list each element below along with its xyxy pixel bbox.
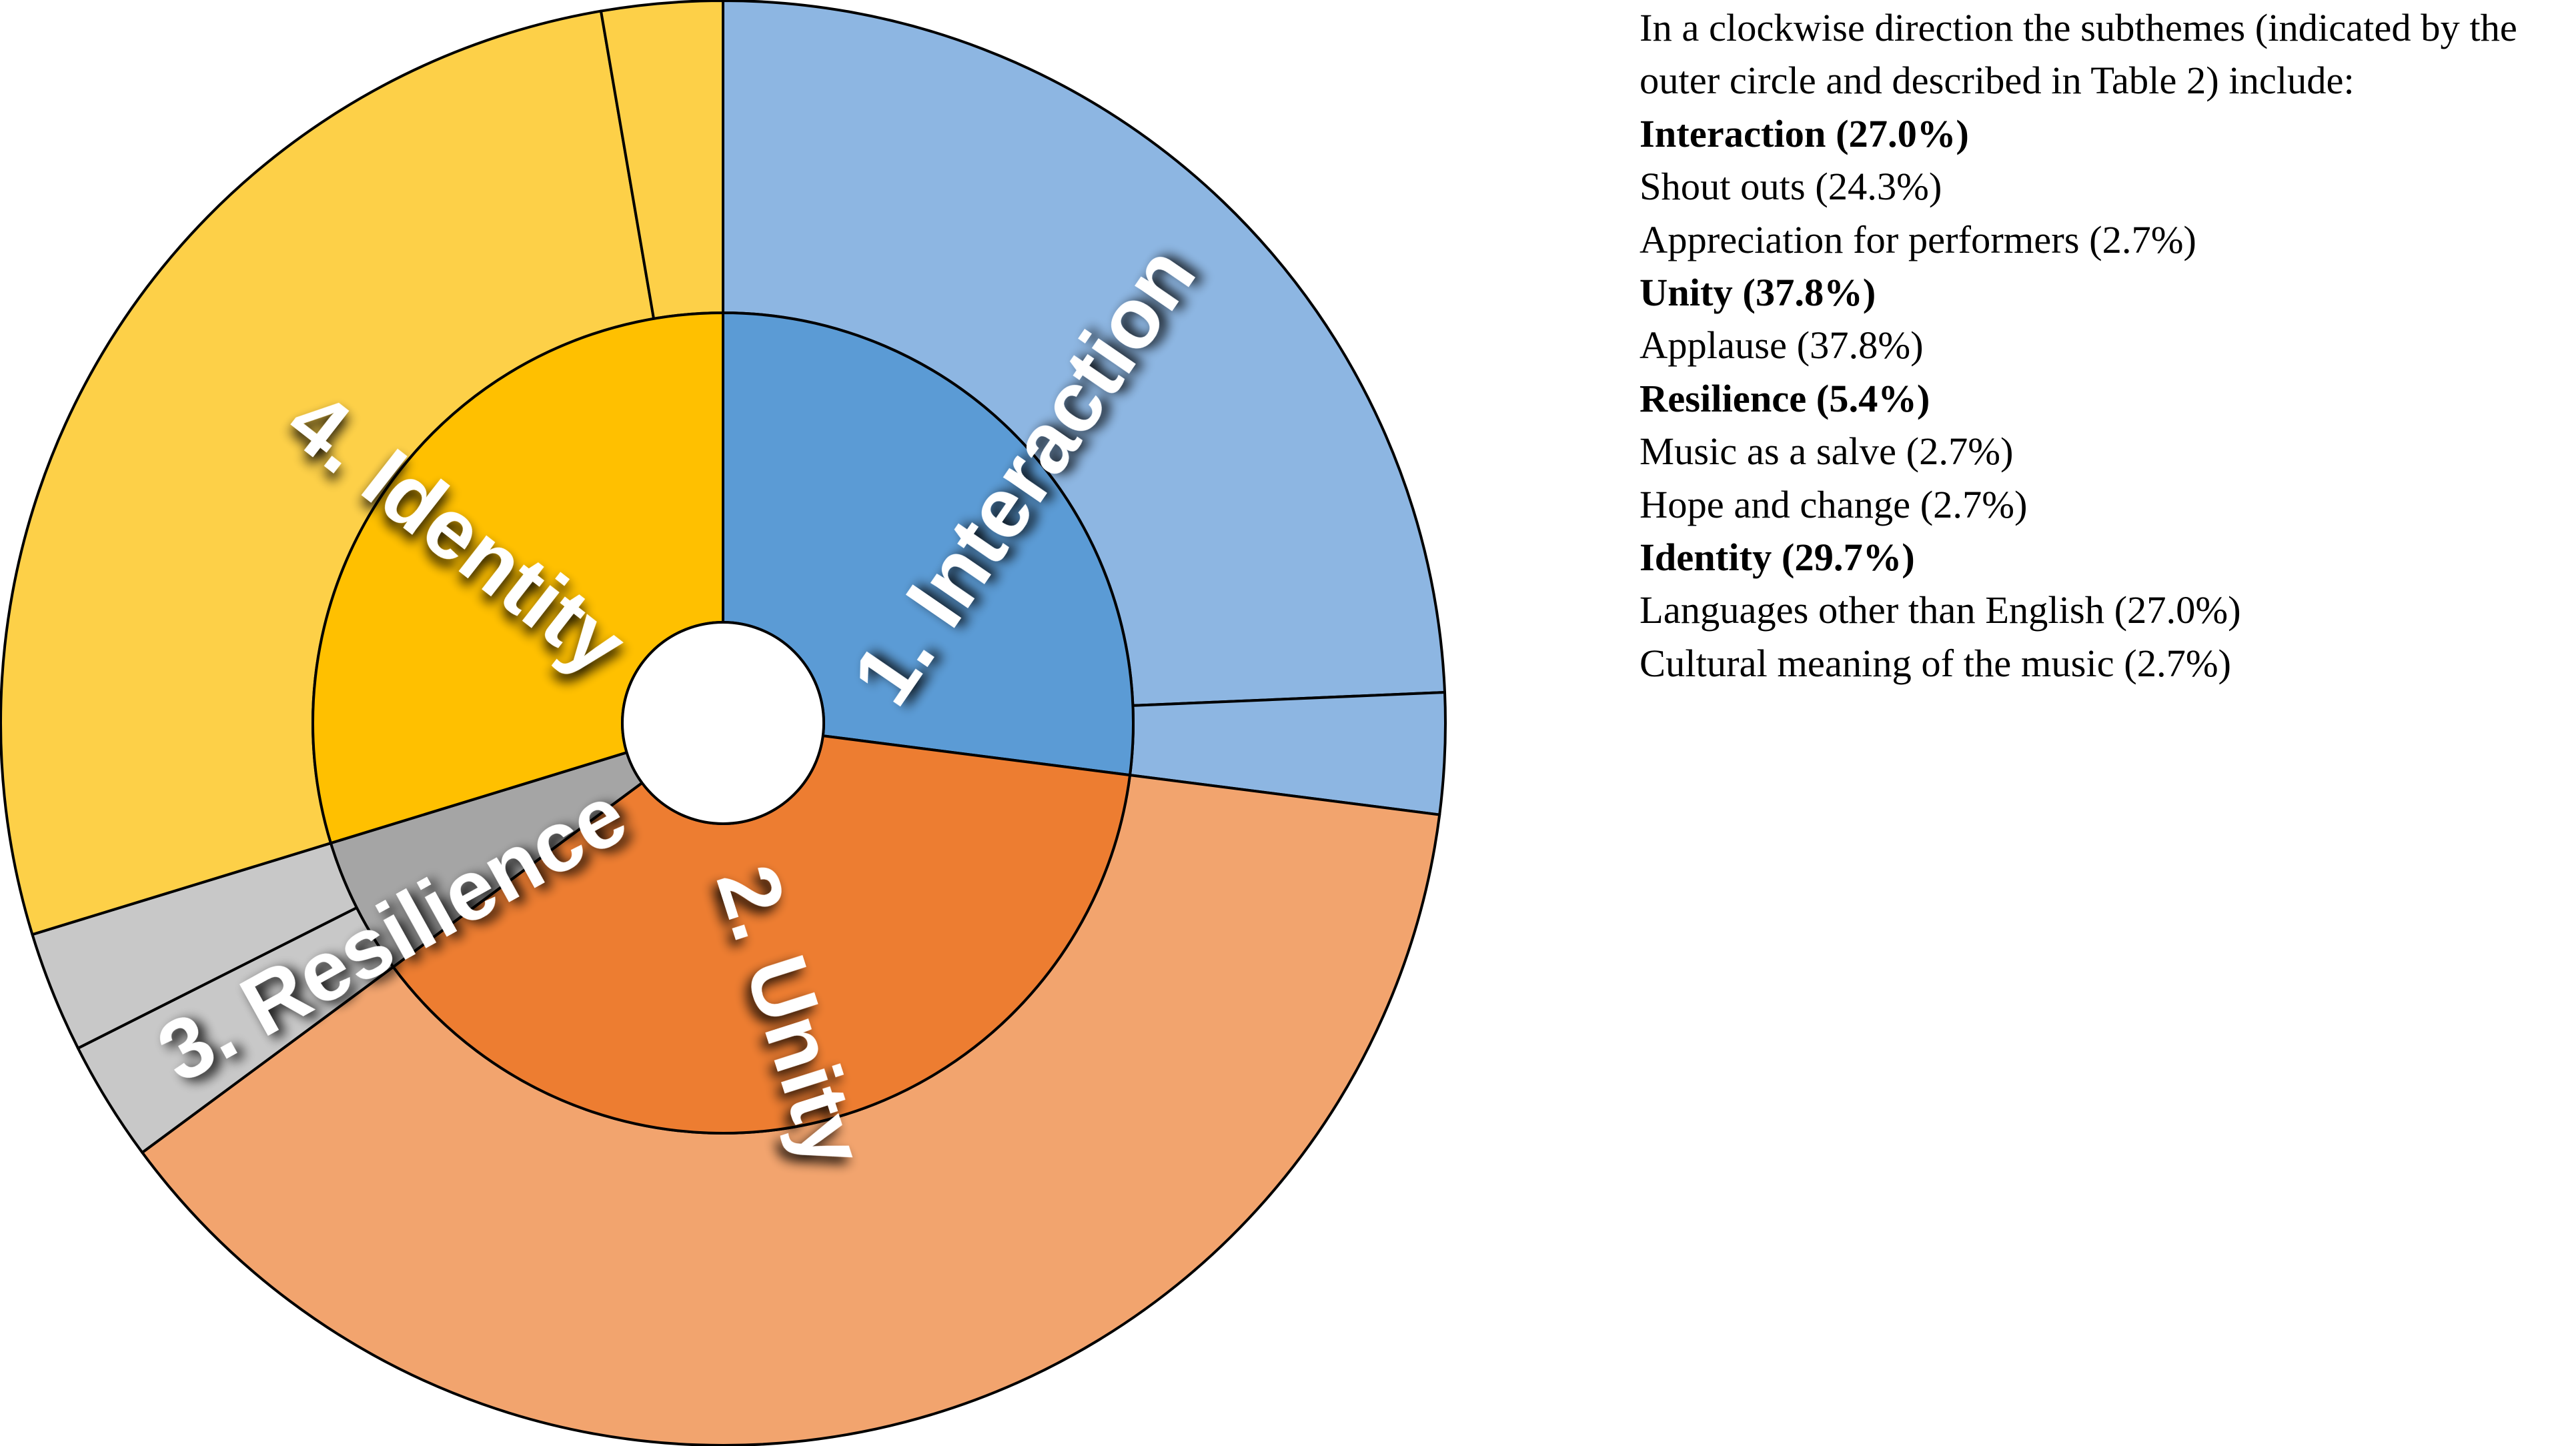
legend-theme-line: Resilience (5.4%) bbox=[1640, 376, 1930, 420]
legend-intro: In a clockwise direction the subthemes (… bbox=[1640, 6, 2517, 103]
legend-lines: Interaction (27.0%) Shout outs (24.3%) App… bbox=[1640, 107, 2570, 690]
legend-subtheme-line: Applause (37.8%) bbox=[1640, 323, 1924, 368]
legend-subtheme-line: Hope and change (2.7%) bbox=[1640, 482, 2028, 526]
legend-theme-line: Unity (37.8%) bbox=[1640, 271, 1876, 315]
legend: In a clockwise direction the subthemes (… bbox=[1640, 1, 2570, 690]
legend-subtheme-line: Languages other than English (27.0%) bbox=[1640, 588, 2241, 632]
legend-subtheme-line: Appreciation for performers (2.7%) bbox=[1640, 217, 2196, 261]
legend-subtheme-line: Cultural meaning of the music (2.7%) bbox=[1640, 641, 2232, 685]
legend-theme-line: Interaction (27.0%) bbox=[1640, 111, 1969, 155]
legend-subtheme-line: Music as a salve (2.7%) bbox=[1640, 430, 2014, 474]
center-hole bbox=[621, 621, 825, 825]
inner-ring bbox=[311, 311, 1135, 1135]
legend-theme-line: Identity (29.7%) bbox=[1640, 536, 1915, 580]
legend-subtheme-line: Shout outs (24.3%) bbox=[1640, 165, 1942, 209]
